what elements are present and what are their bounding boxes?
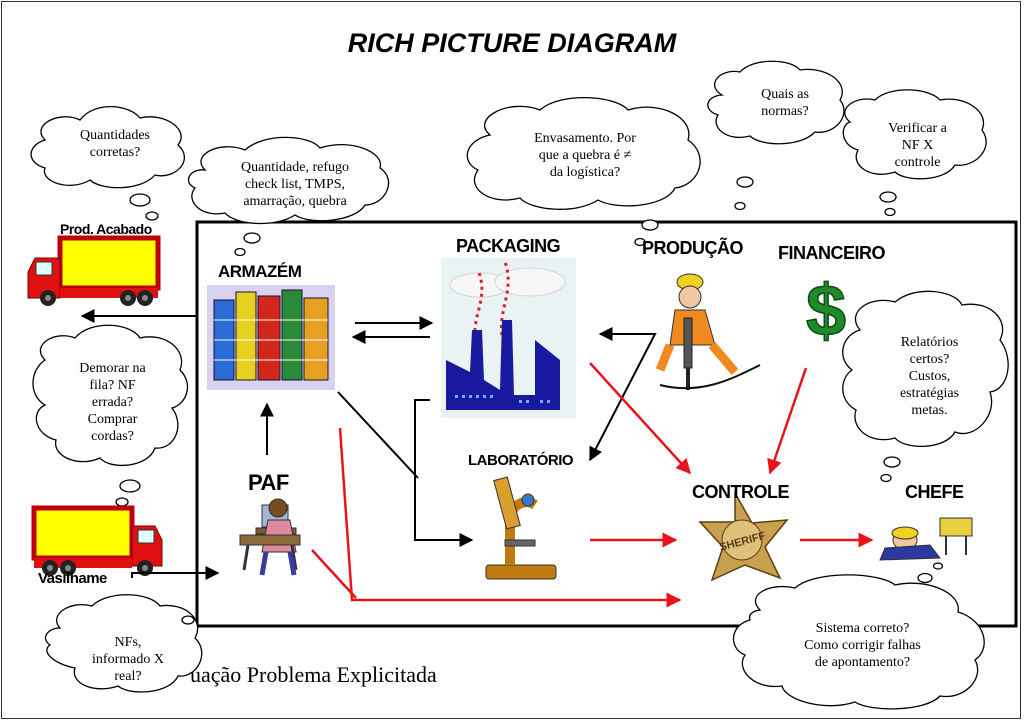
label-paf: PAF xyxy=(248,470,289,495)
red-line-paf-to-bottom xyxy=(311,549,357,599)
cloud-line: Sistema correto? xyxy=(815,621,910,636)
cloud-line: corretas? xyxy=(89,145,141,160)
cloud-envasamento xyxy=(466,96,701,247)
cloud-line: da logística? xyxy=(549,165,621,180)
cloud-line: Quantidades xyxy=(80,128,150,143)
cloud-line: Quais as xyxy=(761,87,809,102)
sheriff-badge-image: SHERIFF xyxy=(698,490,789,582)
truck-prod-acabado xyxy=(27,235,161,306)
cloud-line: NF X xyxy=(901,138,934,153)
cloud-line: Demorar na xyxy=(79,361,146,376)
cloud-line: NFs, xyxy=(114,635,142,650)
red-arrow-packaging-to-controle xyxy=(589,362,692,475)
cloud-line: Custos, xyxy=(908,369,951,384)
warehouse-crates-image xyxy=(207,285,335,390)
label-armazem: ARMAZÉM xyxy=(218,262,302,281)
cloud-relatorios xyxy=(842,290,1009,483)
cloud-line: amarração, quebra xyxy=(243,194,347,209)
chefe-sleeping-image xyxy=(879,517,973,561)
cloud-text-demorar: Demorar na fila? NF errada? Comprar cord… xyxy=(55,360,170,445)
producao-worker-image xyxy=(655,273,761,390)
cloud-line: Quantidade, refugo xyxy=(240,160,350,175)
diagram-title: RICH PICTURE DIAGRAM xyxy=(347,28,677,58)
line-armazem-to-laboratorio xyxy=(337,391,419,479)
process-boundary-box xyxy=(195,220,1018,628)
cloud-sistema xyxy=(732,562,985,710)
label-laboratorio: LABORATÓRIO xyxy=(468,452,574,469)
label-vasilhame: Vasilhame xyxy=(38,570,107,587)
cloud-text-nfs: NFs, informado X real? xyxy=(68,634,188,685)
cloud-line: Como corrigir falhas xyxy=(804,638,921,653)
microscope-image xyxy=(485,476,557,580)
cloud-line: que a quebra é ≠ xyxy=(538,148,632,163)
cloud-verificar xyxy=(842,89,987,217)
cloud-text-quantidades: Quantidades corretas? xyxy=(55,127,175,161)
label-prod-acabado: Prod. Acabado xyxy=(60,221,152,237)
cloud-quantidades xyxy=(30,106,185,221)
dollar-sign-icon: $ xyxy=(806,271,846,351)
cloud-text-verificar: Verificar a NF X controle xyxy=(865,120,970,171)
cloud-quantidade-refugo xyxy=(187,136,390,257)
cloud-line: controle xyxy=(894,155,941,170)
label-chefe: CHEFE xyxy=(905,482,964,502)
cloud-line: Envasamento. Por xyxy=(534,131,636,146)
arrow-vasilhame-to-paf xyxy=(131,566,220,580)
red-line-armazem-to-bottom xyxy=(338,427,682,608)
cloud-line: informado X xyxy=(92,652,164,667)
cloud-text-normas: Quais as normas? xyxy=(735,86,835,120)
cloud-line: Comprar xyxy=(87,412,138,427)
cloud-line: errada? xyxy=(91,395,134,410)
cloud-line: Verificar a xyxy=(888,121,947,136)
truck-vasilhame xyxy=(31,505,163,576)
cloud-text-envasamento: Envasamento. Por que a quebra é ≠ da log… xyxy=(495,130,675,181)
factory-image xyxy=(441,258,576,418)
cloud-line: normas? xyxy=(761,104,809,119)
cloud-nfs xyxy=(44,594,203,693)
red-arrow-financeiro-to-controle xyxy=(767,367,808,475)
arrow-bidir-packaging-laboratorio xyxy=(589,327,657,462)
cloud-text-quantidade-refugo: Quantidade, refugo check list, TMPS, ama… xyxy=(210,159,380,210)
cloud-line: check list, TMPS, xyxy=(244,177,346,192)
cloud-line: fila? NF xyxy=(89,378,136,393)
cloud-line: estratégias xyxy=(899,386,960,401)
cloud-line: Relatórios xyxy=(900,335,959,350)
cloud-demorar xyxy=(32,324,189,507)
cloud-line: certos? xyxy=(909,352,950,367)
cloud-text-sistema: Sistema correto? Como corrigir falhas de… xyxy=(770,620,955,671)
arrow-packaging-to-laboratorio xyxy=(414,399,474,547)
cloud-line: metas. xyxy=(911,403,948,418)
label-producao: PRODUÇÃO xyxy=(642,238,744,258)
label-financeiro: FINANCEIRO xyxy=(778,243,886,263)
label-packaging: PACKAGING xyxy=(456,236,561,256)
cloud-line: real? xyxy=(114,669,142,684)
paf-person-image xyxy=(239,498,301,576)
footer-caption: uação Problema Explicitada xyxy=(190,662,437,687)
cloud-text-relatorios: Relatórios certos? Custos, estratégias m… xyxy=(872,334,987,419)
label-controle: CONTROLE xyxy=(692,482,790,502)
cloud-line: de apontamento? xyxy=(814,655,911,670)
cloud-line: cordas? xyxy=(91,429,134,444)
cloud-normas xyxy=(707,60,845,211)
